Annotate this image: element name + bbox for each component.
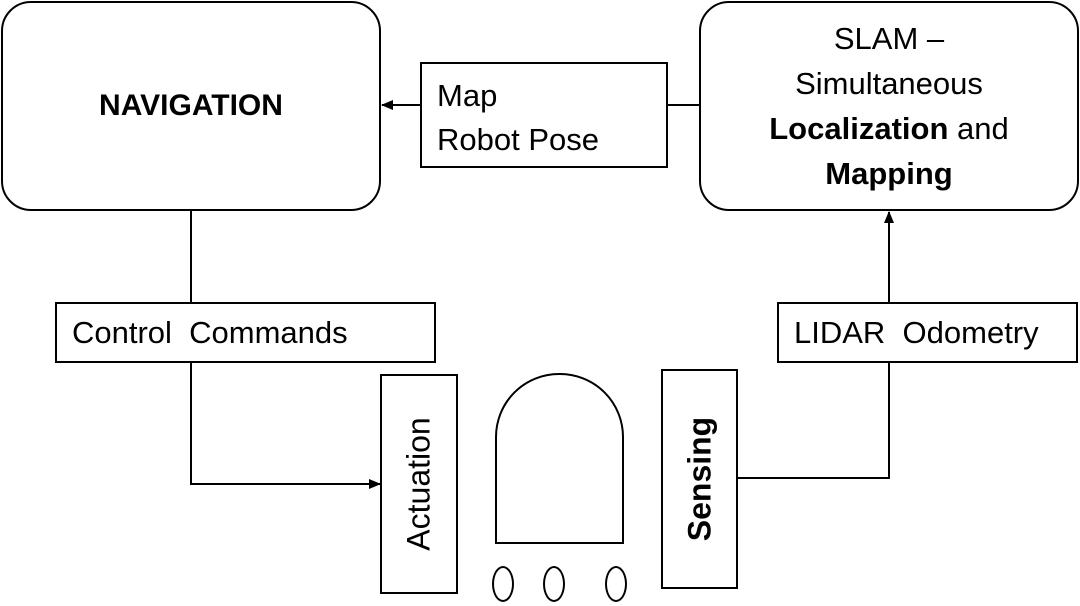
slam-line3: Localization and [769,106,1008,151]
sensing-box: Sensing [661,369,738,589]
slam-line2: Simultaneous [795,66,983,101]
actuation-label: Actuation [400,417,437,551]
map-pose-box: Map Robot Pose [420,62,668,168]
lidar-odometry-box: LIDAR Odometry [777,302,1078,363]
navigation-title: NAVIGATION [99,89,283,122]
control-commands-label: Control Commands [72,315,348,350]
sensing-label: Sensing [681,416,717,542]
sensing-to-lidar-connector [737,362,890,479]
actuation-box: Actuation [380,374,458,594]
robot-wheel-left [492,566,514,602]
robot-wheel-middle [543,566,565,602]
slam-box: SLAM – Simultaneous Localization and Map… [699,1,1079,211]
slam-text: SLAM – Simultaneous Localization and Map… [769,16,1008,196]
navigation-box: NAVIGATION [1,1,381,211]
slam-localization: Localization [769,111,949,146]
control-to-actuation-arrow [190,362,381,489]
slam-mapping: Mapping [825,156,953,191]
slam-line1: SLAM – [833,21,945,56]
control-commands-box: Control Commands [55,302,436,363]
slam-and: and [948,111,1009,146]
robot-wheel-right [605,566,627,602]
map-label: Map [437,78,498,113]
robot-pose-label: Robot Pose [437,122,599,157]
robot-body [495,373,624,544]
lidar-odometry-label: LIDAR Odometry [794,315,1039,350]
